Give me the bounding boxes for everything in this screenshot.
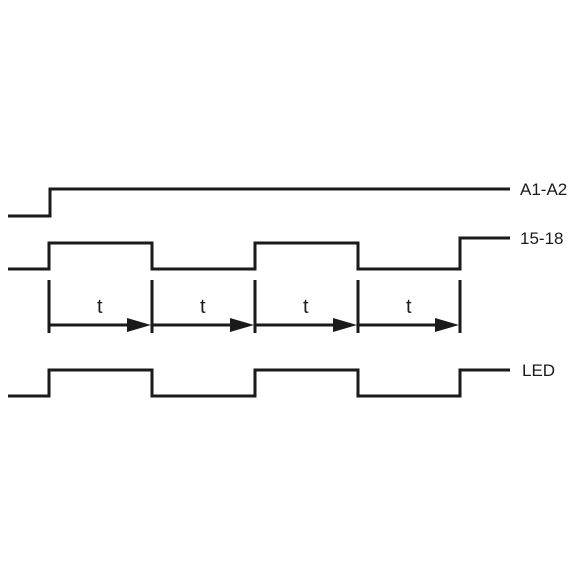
signal-a1-a2: A1-A2 xyxy=(8,180,567,218)
interval-label: t xyxy=(97,296,103,318)
interval-label: t xyxy=(200,296,206,318)
waveform-led xyxy=(8,368,510,398)
signal-led: LED xyxy=(8,361,555,398)
signal-label-15-18: 15-18 xyxy=(520,229,563,248)
arrow-head-icon xyxy=(435,318,459,332)
arrow-head-icon xyxy=(230,318,254,332)
interval-arrow-1: t xyxy=(49,296,151,332)
arrow-head-icon xyxy=(333,318,357,332)
signal-label-a1-a2: A1-A2 xyxy=(520,180,567,199)
interval-label: t xyxy=(406,296,412,318)
signal-15-18: 15-18 xyxy=(8,229,563,271)
waveform-15-18 xyxy=(8,236,510,271)
interval-arrow-2: t xyxy=(152,296,254,332)
arrow-head-icon xyxy=(127,318,151,332)
interval-label: t xyxy=(303,296,309,318)
waveform-a1-a2 xyxy=(8,187,510,218)
signal-label-led: LED xyxy=(522,361,555,380)
interval-markers: t t t t xyxy=(47,280,462,333)
interval-arrow-3: t xyxy=(255,296,357,332)
interval-arrow-4: t xyxy=(358,296,459,332)
